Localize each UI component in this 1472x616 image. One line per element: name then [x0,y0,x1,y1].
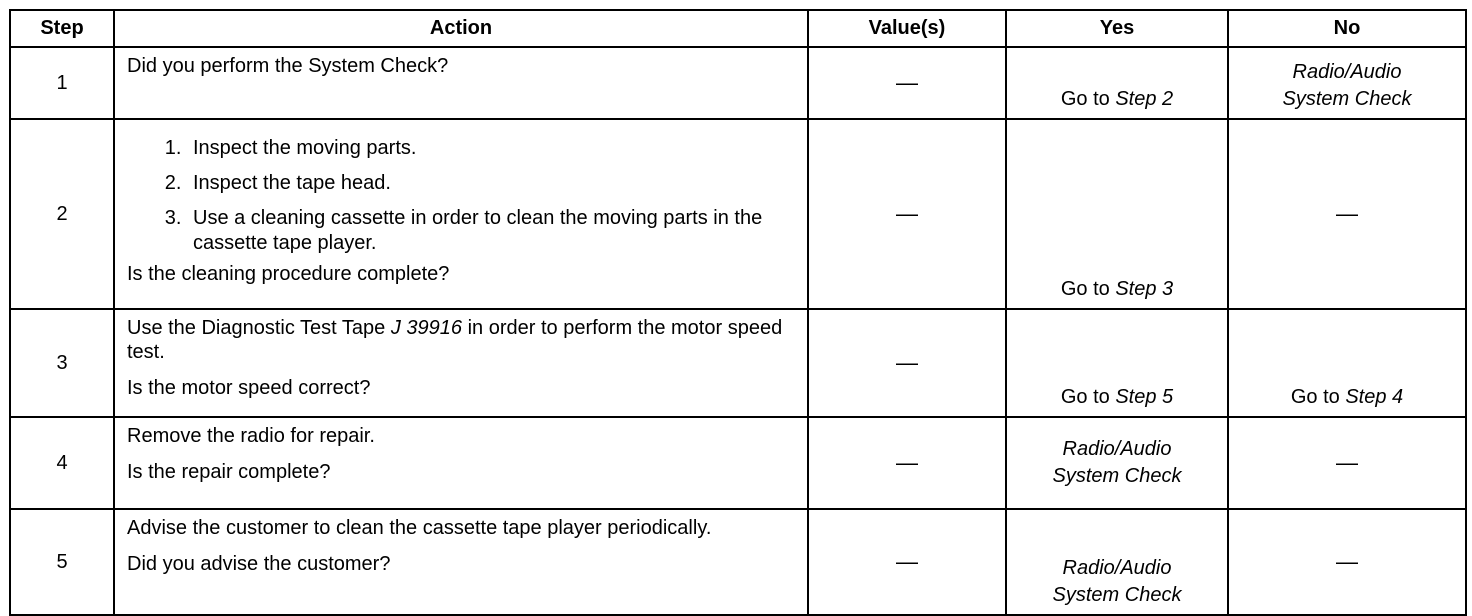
action-instruction: Use the Diagnostic Test Tape J 39916 in … [127,316,797,364]
dash: — [1336,201,1358,226]
action-cell: Remove the radio for repair. Is the repa… [113,416,809,510]
yes-line1: Radio/Audio [1062,438,1172,460]
no-cell: — [1227,508,1467,616]
yes-cell: Go to Step 2 [1005,46,1229,120]
no-line2: System Check [1282,88,1412,110]
table-row: 2 Inspect the moving parts. Inspect the … [9,118,1467,310]
value-cell: — [807,416,1007,510]
tool-number: J 39916 [390,317,463,339]
no-line1: Radio/Audio [1292,61,1402,83]
yes-cell: Radio/Audio System Check [1005,416,1229,510]
dash: — [896,201,918,226]
yes-step-ref: Step 3 [1115,278,1174,300]
action-list: Inspect the moving parts. Inspect the ta… [127,136,797,256]
action-question: Did you advise the customer? [127,553,391,575]
step-number: 3 [9,308,115,418]
header-values: Value(s) [807,9,1007,48]
value-cell: — [807,508,1007,616]
dash: — [896,549,918,574]
action-question: Is the motor speed correct? [127,377,371,399]
action-instruction: Advise the customer to clean the cassett… [127,517,712,539]
action-cell: Inspect the moving parts. Inspect the ta… [113,118,809,310]
no-cell: Go to Step 4 [1227,308,1467,418]
table-row: 3 Use the Diagnostic Test Tape J 39916 i… [9,308,1467,418]
step-number: 5 [9,508,115,616]
yes-prefix: Go to [1060,386,1116,408]
action-item: Use a cleaning cassette in order to clea… [187,206,797,256]
step-number: 4 [9,416,115,510]
value-cell: — [807,308,1007,418]
no-step-ref: Step 4 [1345,386,1404,408]
action-cell: Use the Diagnostic Test Tape J 39916 in … [113,308,809,418]
header-action: Action [113,9,809,48]
yes-cell: Go to Step 5 [1005,308,1229,418]
dash: — [1336,450,1358,475]
action-item: Inspect the moving parts. [187,136,797,161]
yes-line2: System Check [1052,584,1182,606]
action-question: Did you perform the System Check? [127,55,449,77]
dash: — [896,70,918,95]
instruction-text: Use the Diagnostic Test Tape [127,317,391,339]
diagnostic-table: Step Action Value(s) Yes No 1 Did you pe… [9,9,1467,616]
action-item: Inspect the tape head. [187,171,797,196]
header-no: No [1227,9,1467,48]
yes-prefix: Go to [1060,88,1116,110]
yes-cell: Go to Step 3 [1005,118,1229,310]
action-question: Is the cleaning procedure complete? [127,263,450,285]
no-cell: — [1227,416,1467,510]
step-number: 1 [9,46,115,120]
action-question: Is the repair complete? [127,461,331,483]
dash: — [1336,549,1358,574]
yes-prefix: Go to [1060,278,1116,300]
table-row: 1 Did you perform the System Check? — Go… [9,46,1467,120]
action-cell: Advise the customer to clean the cassett… [113,508,809,616]
yes-step-ref: Step 5 [1115,386,1174,408]
value-cell: — [807,118,1007,310]
yes-step-ref: Step 2 [1115,88,1174,110]
header-row: Step Action Value(s) Yes No [9,9,1467,48]
action-cell: Did you perform the System Check? [113,46,809,120]
step-number: 2 [9,118,115,310]
action-instruction: Remove the radio for repair. [127,425,375,447]
table-row: 5 Advise the customer to clean the casse… [9,508,1467,616]
value-cell: — [807,46,1007,120]
no-prefix: Go to [1290,386,1346,408]
yes-line1: Radio/Audio [1062,557,1172,579]
dash: — [896,450,918,475]
yes-cell: Radio/Audio System Check [1005,508,1229,616]
dash: — [896,350,918,375]
no-cell: Radio/Audio System Check [1227,46,1467,120]
yes-line2: System Check [1052,465,1182,487]
table-row: 4 Remove the radio for repair. Is the re… [9,416,1467,510]
no-cell: — [1227,118,1467,310]
instruction-text: in order to perform the motor speed test… [127,317,783,363]
header-step: Step [9,9,115,48]
header-yes: Yes [1005,9,1229,48]
